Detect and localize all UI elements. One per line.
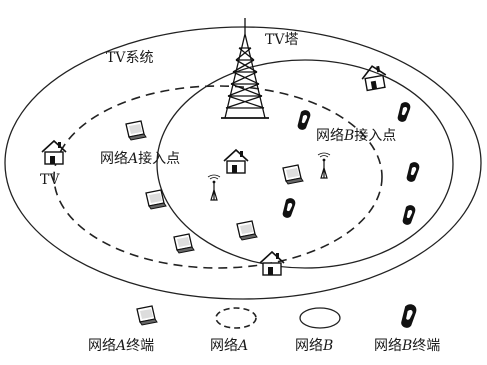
tower-icon: [221, 18, 269, 119]
tv-tower-label: TV塔: [265, 32, 299, 48]
legend-network-b-symbol: [299, 307, 341, 329]
house-icon: [259, 251, 285, 276]
phone-icon: [397, 102, 411, 122]
phone-icon: [282, 198, 296, 218]
tv-system-label: TV系统: [106, 50, 154, 66]
legend-terminal-a-label: 网络A终端: [88, 338, 155, 354]
laptop-icon: [173, 233, 195, 254]
antenna-icon: [207, 174, 221, 201]
phone-icon: [406, 162, 420, 182]
antenna-icon: [317, 152, 331, 179]
laptop-icon: [282, 164, 304, 185]
house-icon: [41, 140, 67, 165]
legend-phone-icon: [401, 304, 417, 328]
legend-terminal-b-label: 网络B终端: [374, 338, 441, 354]
tv-label: TV: [40, 172, 60, 188]
legend-network-a-label: 网络A: [210, 338, 249, 354]
legend-laptop-icon: [136, 305, 158, 326]
laptop-icon: [125, 120, 147, 141]
legend-network-b-label: 网络B: [295, 338, 334, 354]
laptop-icon: [236, 220, 258, 241]
network-b-access-point-label: 网络B接入点: [316, 128, 397, 144]
phone-icon: [402, 205, 416, 225]
network-a-access-point-label: 网络A接入点: [100, 151, 181, 167]
network-a-boundary: [53, 85, 383, 269]
legend-network-a-symbol: [215, 307, 257, 329]
phone-icon: [297, 110, 311, 130]
house-icon: [223, 149, 249, 174]
network-b-boundary: [156, 59, 454, 269]
tv-system-boundary: [4, 26, 482, 300]
